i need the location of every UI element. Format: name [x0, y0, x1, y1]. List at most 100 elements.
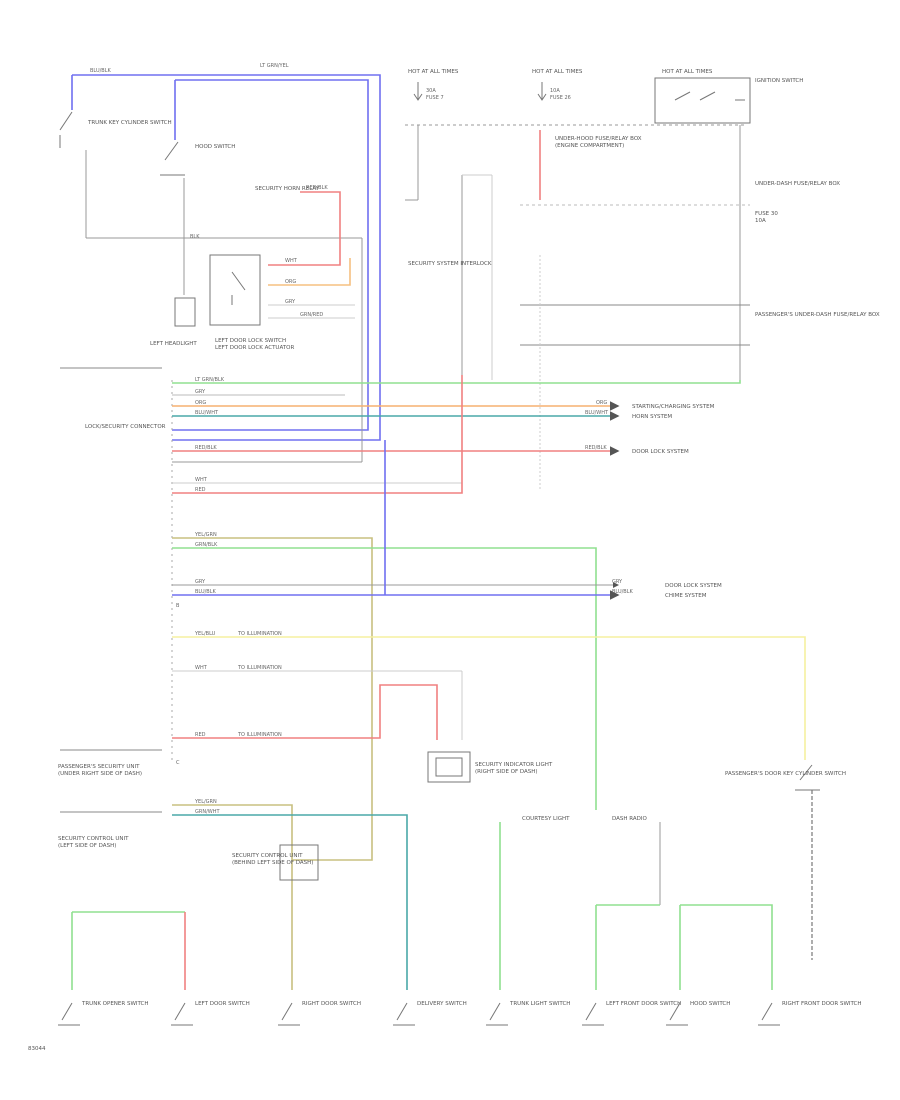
switch-1: TRUNK OPENER SWITCH: [58, 1001, 149, 1026]
upper-left-sub: (UNDER RIGHT SIDE OF DASH): [58, 771, 142, 777]
ignition-hot: HOT AT ALL TIMES: [662, 69, 713, 75]
green-wires-right: [595, 904, 773, 990]
ignition-label: IGNITION SWITCH: [755, 78, 803, 84]
fuse2-symbol: [537, 82, 547, 101]
fuse1-symbol: [413, 82, 423, 101]
to-illum-1: TO ILLUMINATION: [237, 631, 282, 637]
fuse3-amps: 10A: [755, 218, 766, 224]
olive-wire-538: [172, 537, 373, 861]
lbl-671: WHT: [195, 665, 208, 671]
lbl-805: YEL/GRN: [194, 799, 217, 805]
left-headlight-label: LEFT HEADLIGHT: [150, 341, 197, 347]
lbl-451: RED/BLK: [195, 445, 217, 451]
switch-2-label: LEFT DOOR SWITCH: [195, 1001, 250, 1007]
fuse2-hot: HOT AT ALL TIMES: [532, 69, 583, 75]
connector-b: B: [176, 603, 180, 609]
fuse1-amps: 30A: [426, 88, 436, 94]
switch-8-label: RIGHT FRONT DOOR SWITCH: [782, 1001, 862, 1007]
switch-6: LEFT FRONT DOOR SWITCH: [582, 1001, 681, 1026]
lbl-595: BLU/BLK: [195, 589, 217, 595]
red-wire-493: [172, 375, 463, 494]
lbl-815: GRN/WHT: [195, 809, 220, 815]
to-illum-2: TO ILLUMINATION: [237, 665, 282, 671]
lbl-483: WHT: [195, 477, 208, 483]
green-wire-383: [172, 380, 741, 384]
lbl-548: GRN/BLK: [195, 542, 218, 548]
switch-7-label: HOOD SWITCH: [690, 1001, 730, 1007]
orange-wire-doorlock: [268, 258, 351, 286]
lbl-451-end: RED/BLK: [585, 445, 607, 451]
passenger-switch-symbol: [795, 764, 820, 791]
fuse1-name: FUSE 7: [426, 95, 444, 101]
dest-door-lock: DOOR LOCK SYSTEM: [632, 449, 689, 455]
wire-label-grn-red: GRN/RED: [300, 312, 323, 318]
door-lock-switch-contact: [231, 271, 246, 305]
upper-left-label: PASSENGER'S SECURITY UNIT: [58, 764, 140, 770]
wire-label-top-mid: LT GRN/YEL: [260, 63, 289, 69]
switch-3-label: RIGHT DOOR SWITCH: [302, 1001, 361, 1007]
switch-4-label: DELIVERY SWITCH: [417, 1001, 467, 1007]
switch-1-label: TRUNK OPENER SWITCH: [81, 1001, 149, 1007]
lbl-585: GRY: [195, 579, 206, 585]
lbl-416: BLU/WHT: [195, 410, 219, 416]
connector-c: C: [176, 760, 180, 766]
switch-6-label: LEFT FRONT DOOR SWITCH: [606, 1001, 681, 1007]
wire-label-org: ORG: [285, 279, 296, 285]
radio-label: DASH RADIO: [612, 816, 647, 822]
teal-wire-815: [172, 814, 408, 990]
fuse2-name: FUSE 26: [550, 95, 571, 101]
underdash-label: UNDER-DASH FUSE/RELAY BOX: [755, 181, 840, 187]
hood-switch-symbol: [160, 141, 185, 176]
red-wire-doorlock: [268, 191, 341, 266]
switch-5-label: TRUNK LIGHT SWITCH: [509, 1001, 570, 1007]
lbl-395: GRY: [195, 389, 206, 395]
lbl-538: YEL/GRN: [194, 532, 217, 538]
left-headlight-symbol: [174, 297, 196, 327]
ignition-contacts: [674, 91, 745, 101]
wire-label-blk: BLK: [190, 234, 200, 240]
main-connector-label: LOCK/SECURITY CONNECTOR: [85, 424, 166, 430]
page-code: 83044: [28, 1046, 46, 1052]
ignition-switch-box: [654, 77, 751, 124]
lbl-637: YEL/BLU: [194, 631, 216, 637]
wire-label-gry: GRY: [285, 299, 296, 305]
lower-left-sub: (LEFT SIDE OF DASH): [58, 843, 116, 849]
lbl-383: LT GRN/BLK: [195, 377, 225, 383]
dest-starting: STARTING/CHARGING SYSTEM: [632, 404, 715, 410]
indicator-label: SECURITY INDICATOR LIGHT: [475, 762, 553, 768]
security-indicator-box: [427, 751, 471, 783]
switch-2: LEFT DOOR SWITCH: [171, 1001, 250, 1026]
olive-wire-805: [172, 804, 293, 990]
yellow-wire-637: [172, 636, 806, 760]
fuse2-amps: 10A: [550, 88, 560, 94]
passenger-switch-label: PASSENGER'S DOOR KEY CYLINDER SWITCH: [725, 771, 846, 777]
switch-3: RIGHT DOOR SWITCH: [278, 1001, 361, 1026]
control-unit-label: SECURITY CONTROL UNIT: [232, 853, 303, 859]
green-wire-548: [172, 547, 597, 810]
lock-actuator-label: LEFT DOOR LOCK ACTUATOR: [215, 345, 294, 351]
passenger-box-label: PASSENGER'S UNDER-DASH FUSE/RELAY BOX: [755, 312, 880, 318]
underhood-label: UNDER-HOOD FUSE/RELAY BOX: [555, 136, 642, 142]
control-unit-box: [279, 844, 319, 881]
lbl-595-end: BLU/BLK: [612, 589, 634, 595]
dest-door-lock-2: DOOR LOCK SYSTEM: [665, 583, 722, 589]
relay-label: SECURITY HORN RELAY: [255, 186, 320, 192]
courtesy-label: COURTESY LIGHT: [522, 816, 570, 822]
to-illum-3: TO ILLUMINATION: [237, 732, 282, 738]
lower-left-label: SECURITY CONTROL UNIT: [58, 836, 129, 842]
hood-switch-label: HOOD SWITCH: [195, 144, 235, 150]
fuse1-hot: HOT AT ALL TIMES: [408, 69, 459, 75]
trunk-key-label: TRUNK KEY CYLINDER SWITCH: [87, 120, 172, 126]
control-unit-sub: (BEHIND LEFT SIDE OF DASH): [232, 860, 313, 866]
lbl-416-end: BLU/WHT: [585, 410, 609, 416]
wire-label-wht: WHT: [285, 258, 298, 264]
switch-4: DELIVERY SWITCH: [393, 1001, 467, 1026]
wire-label-top-left: BLU/BLK: [90, 68, 112, 74]
blue-wire-inner: [172, 79, 369, 431]
switch-5: TRUNK LIGHT SWITCH: [486, 1001, 570, 1026]
lbl-406-end: ORG: [596, 400, 607, 406]
door-lock-switch-label: LEFT DOOR LOCK SWITCH: [215, 338, 286, 344]
fuse3-label: FUSE 30: [755, 211, 778, 217]
switch-7: HOOD SWITCH: [666, 1001, 730, 1026]
